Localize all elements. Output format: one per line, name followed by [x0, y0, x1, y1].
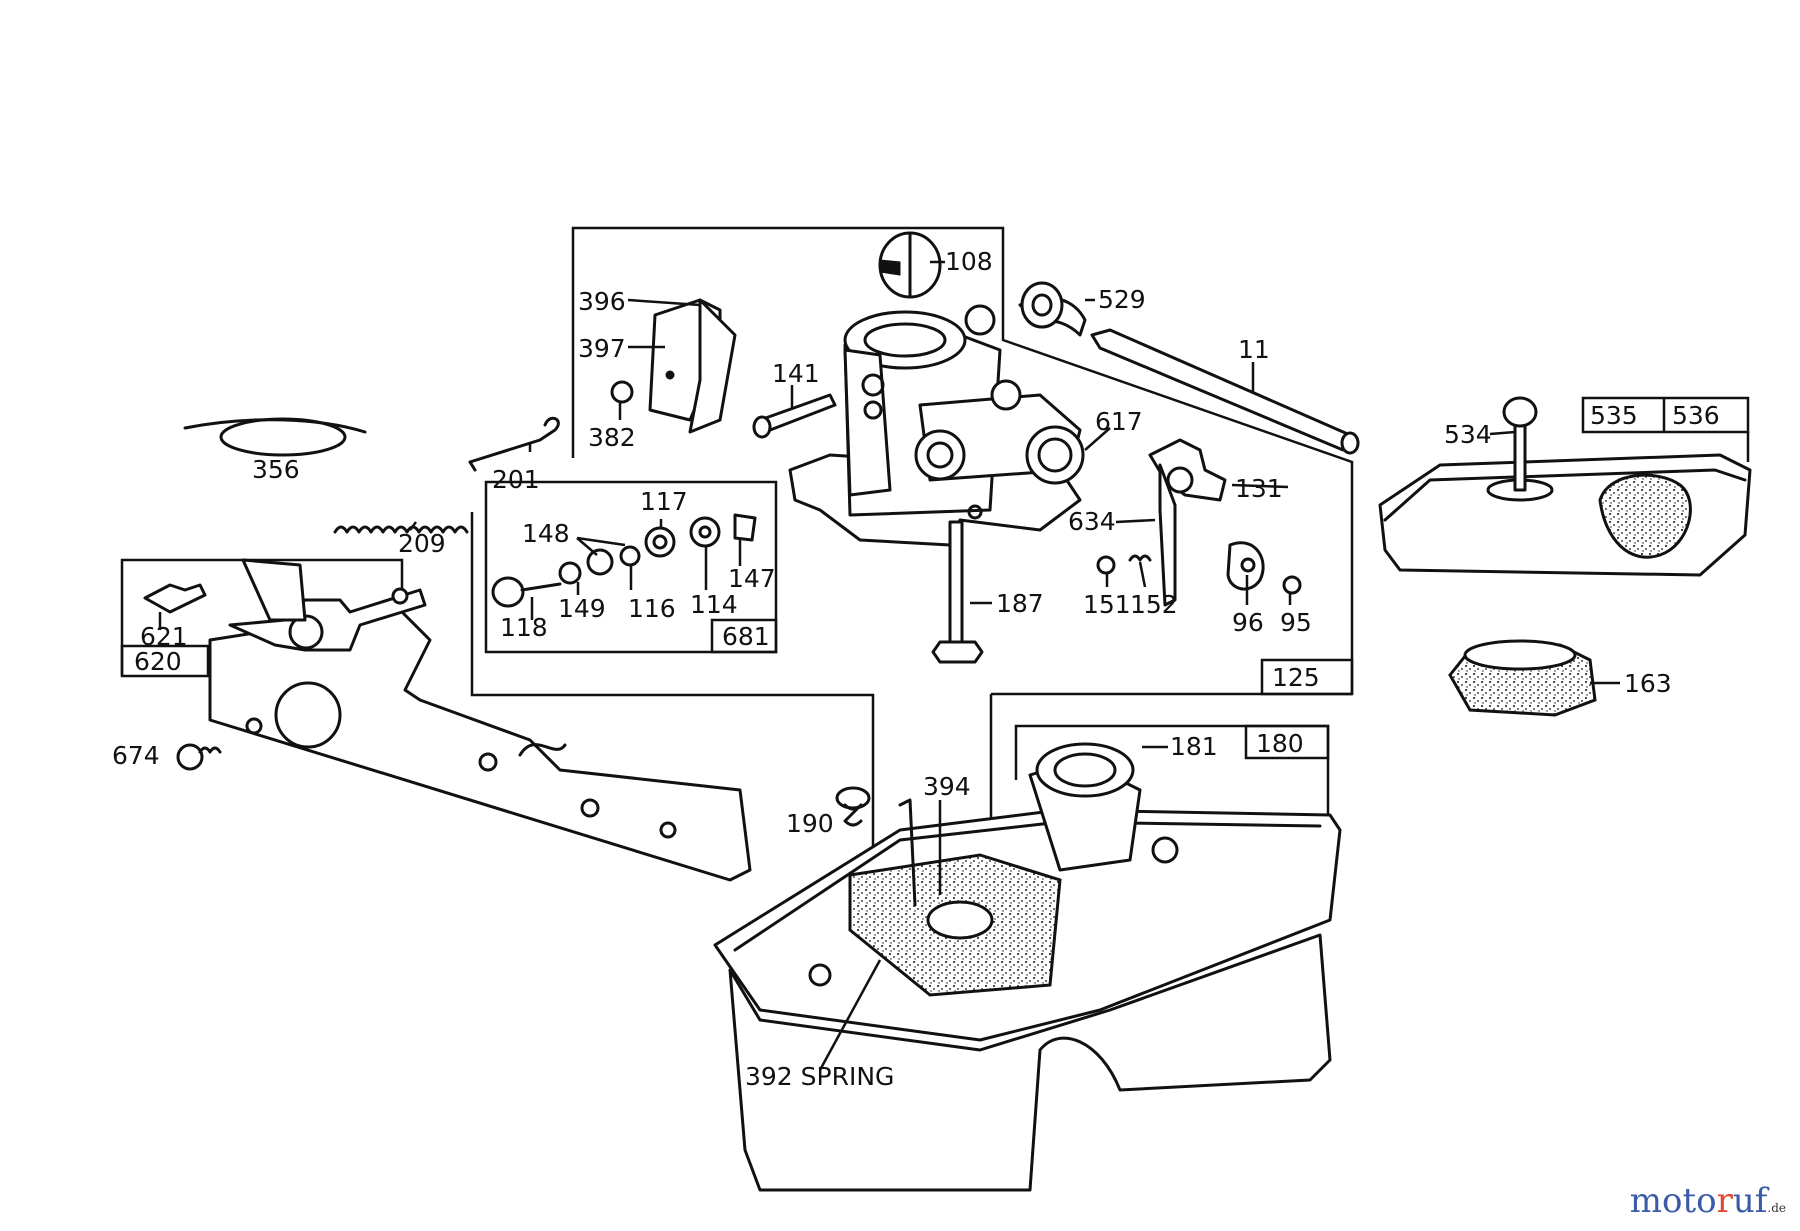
part-label-356: 356 [252, 455, 300, 484]
fuel-pump-gasket [848, 798, 1062, 997]
part-label-11: 11 [1238, 335, 1270, 364]
needle-valve [1148, 438, 1227, 607]
part-label-163: 163 [1624, 669, 1672, 698]
governor-link [468, 416, 560, 472]
part-label-634: 634 [1068, 507, 1116, 536]
part-label-96: 96 [1232, 608, 1264, 637]
part-label-131: 131 [1235, 474, 1283, 503]
part-label-621: 621 [140, 622, 188, 651]
part-label-392-spring: 392 SPRING [745, 1062, 894, 1091]
screw-190 [835, 786, 871, 827]
part-label-190: 190 [786, 809, 834, 838]
group-frame-620 [120, 558, 404, 678]
part-label-117: 117 [640, 487, 688, 516]
part-label-394: 394 [923, 772, 971, 801]
choke-lever [610, 298, 737, 434]
group-frame-681 [484, 480, 778, 654]
part-label-534: 534 [1444, 420, 1492, 449]
part-label-141: 141 [772, 359, 820, 388]
part-label-149: 149 [558, 594, 606, 623]
choke-plate [878, 231, 942, 299]
group-frame-180 [1014, 724, 1330, 815]
part-label-118: 118 [500, 613, 548, 642]
air-cleaner [1378, 396, 1752, 717]
group-label-620: 620 [134, 647, 182, 676]
packing-washer [1226, 541, 1265, 591]
group-label-125: 125 [1272, 663, 1320, 692]
clip-621 [143, 583, 207, 614]
part-label-151: 151 [1083, 590, 1131, 619]
part-label-674: 674 [112, 741, 160, 770]
part-label-382: 382 [588, 423, 636, 452]
governor-spring [333, 525, 469, 534]
group-frame-535-536 [1581, 396, 1750, 462]
watermark-logo: motoruf.de [1629, 1181, 1786, 1221]
carburetor-body [788, 304, 1085, 664]
group-label-535: 535 [1590, 401, 1638, 430]
fuel-pipe [1018, 281, 1360, 455]
throttle-shaft [752, 393, 837, 439]
part-label-396: 396 [578, 287, 626, 316]
group-label-180: 180 [1256, 729, 1304, 758]
part-label-181: 181 [1170, 732, 1218, 761]
part-label-187: 187 [996, 589, 1044, 618]
part-label-209: 209 [398, 529, 446, 558]
part-label-95: 95 [1280, 608, 1312, 637]
screw-674 [176, 743, 222, 771]
part-label-148: 148 [522, 519, 570, 548]
part-label-108: 108 [945, 247, 993, 276]
part-label-397: 397 [578, 334, 626, 363]
governor-bracket [208, 558, 752, 882]
group-label-681: 681 [722, 622, 770, 651]
part-label-529: 529 [1098, 285, 1146, 314]
gasket-ring [183, 417, 367, 457]
leader-lines [158, 260, 1620, 1071]
small-screws [1096, 554, 1302, 595]
part-label-114: 114 [690, 590, 738, 619]
group-label-536: 536 [1672, 401, 1720, 430]
part-label-201: 201 [492, 465, 540, 494]
part-label-116: 116 [628, 594, 676, 623]
part-label-617: 617 [1095, 407, 1143, 436]
part-label-147: 147 [728, 564, 776, 593]
group-labels: 681 125 620 535 536 180 [134, 401, 1720, 758]
part-labels: 108 396 397 382 141 529 11 356 201 209 6… [112, 247, 1672, 1091]
part-label-152: 152 [1130, 590, 1178, 619]
